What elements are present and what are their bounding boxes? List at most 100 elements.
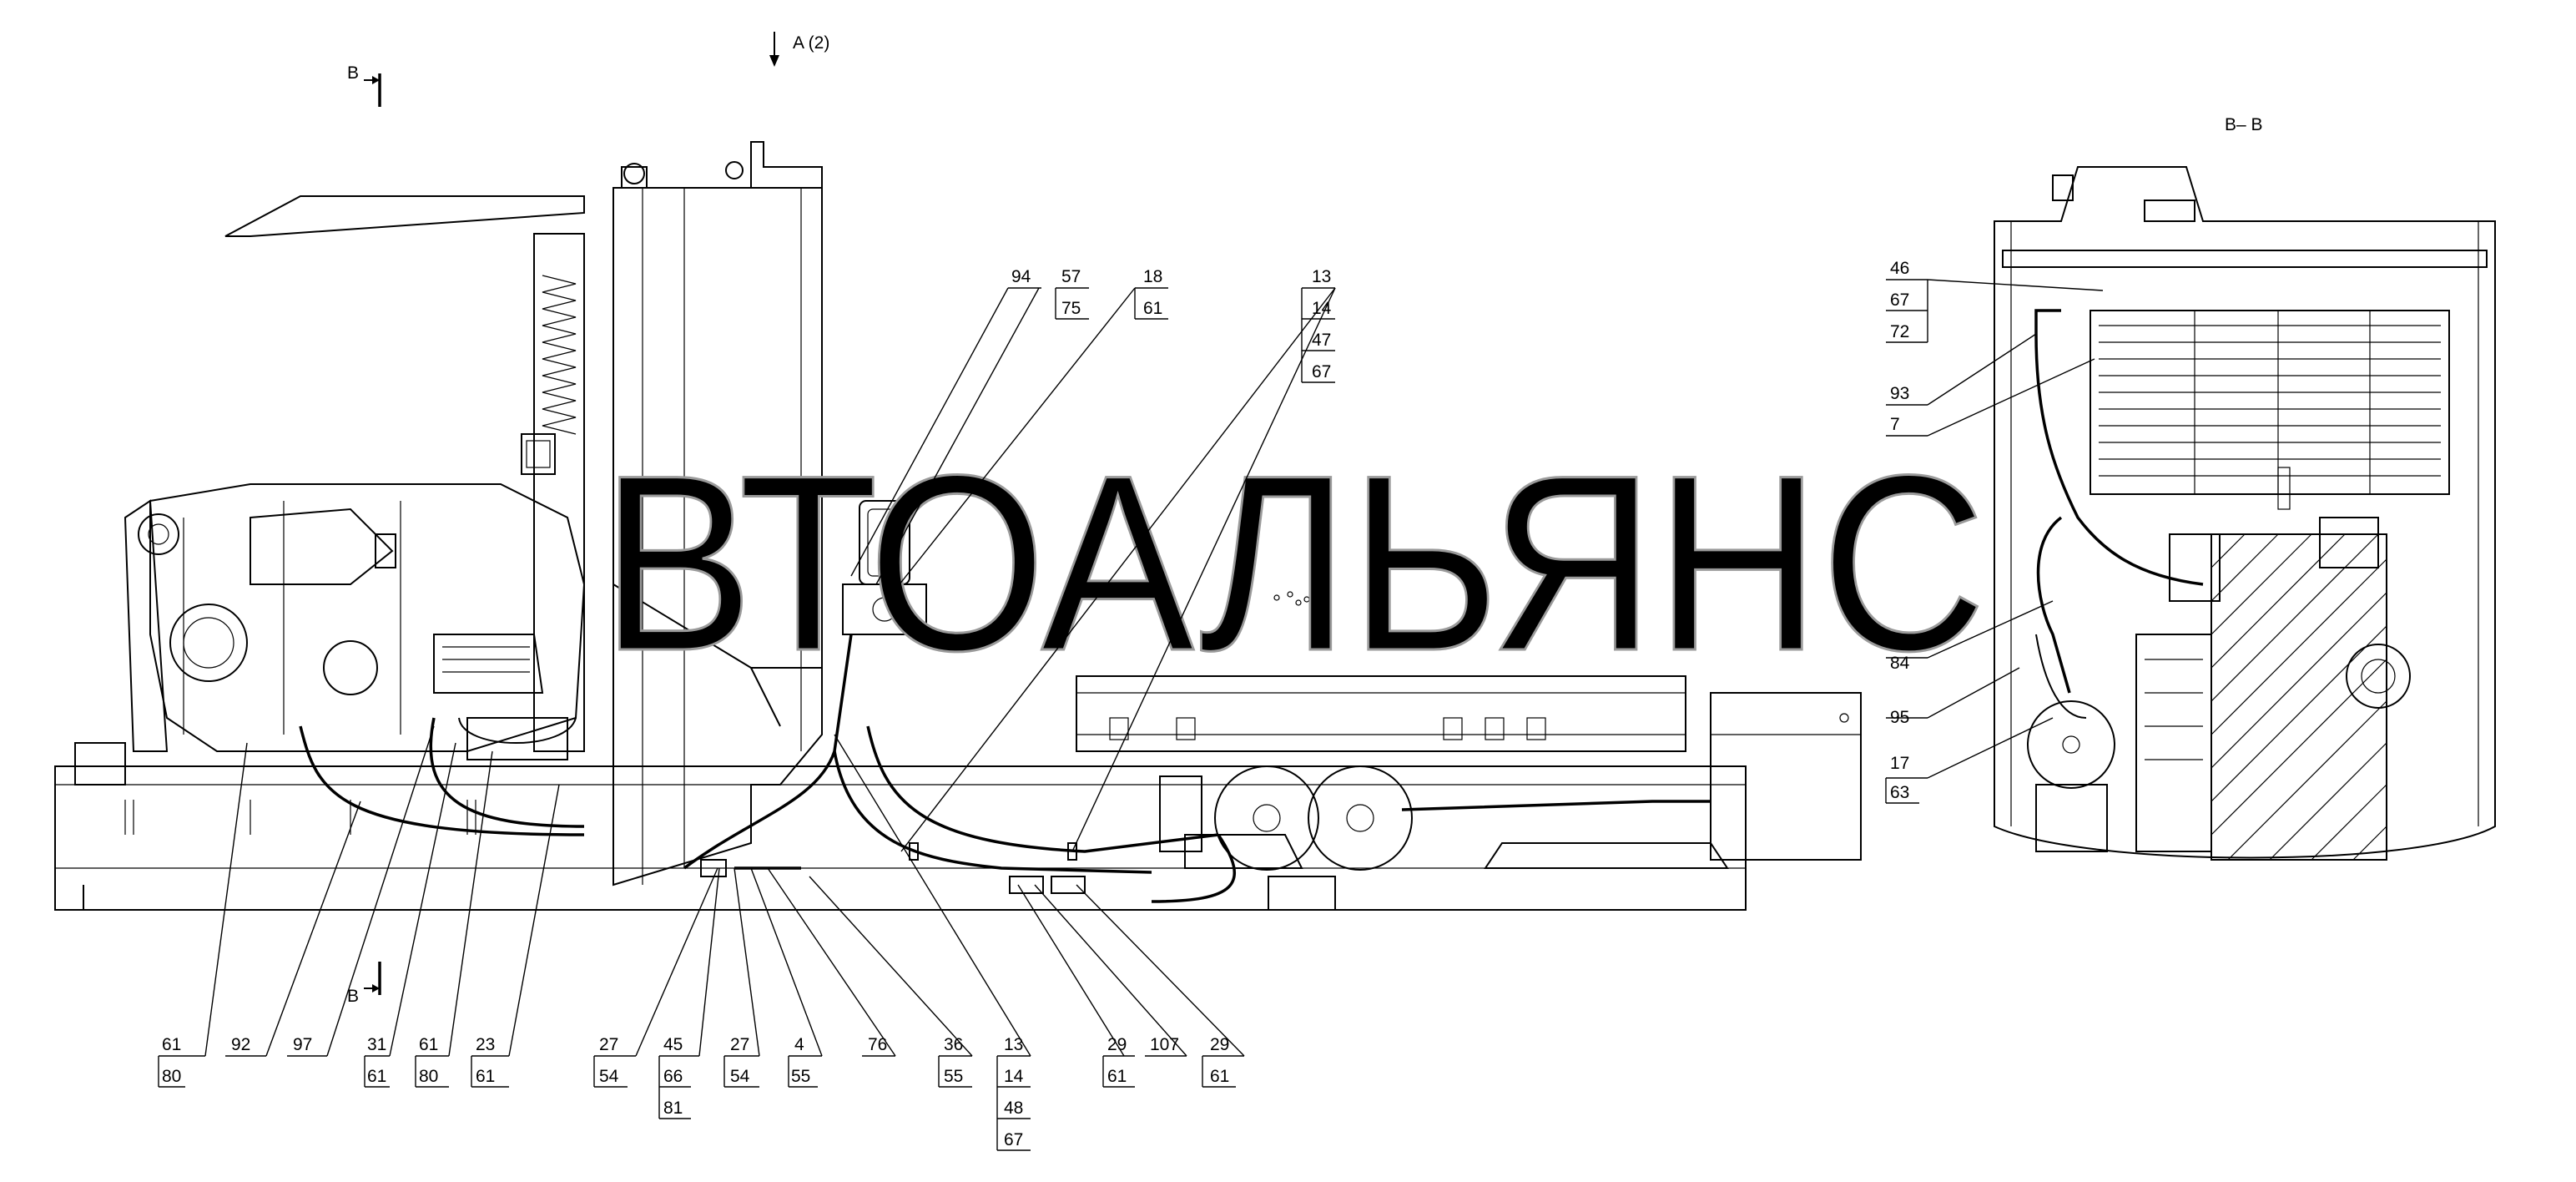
section-hoses bbox=[2034, 309, 2204, 719]
callout-61-80-a: 61 80 bbox=[158, 1035, 205, 1088]
callout-61-80-b: 61 80 bbox=[415, 1035, 449, 1088]
cut-b-top-label: B bbox=[347, 63, 359, 83]
callout-number: 31 bbox=[367, 1035, 386, 1054]
callout-number: 7 bbox=[1890, 415, 1900, 434]
section-filter bbox=[2027, 700, 2115, 852]
callouts-section: 46 67 72 93 7 84 95 17 63 bbox=[1885, 259, 1928, 804]
callout-number: 61 bbox=[1210, 1067, 1229, 1086]
callout-13-14-48-67: 13 14 48 67 bbox=[996, 1035, 1031, 1151]
callout-97: 97 bbox=[287, 1035, 327, 1057]
cooler-core bbox=[2090, 310, 2450, 510]
callout-94: 94 bbox=[1008, 267, 1041, 289]
callout-number: 55 bbox=[791, 1067, 810, 1086]
tall-housing bbox=[612, 141, 823, 886]
callout-number: 13 bbox=[1312, 267, 1331, 286]
callout-29-61-a: 29 61 bbox=[1102, 1035, 1135, 1088]
view-a-arrow bbox=[769, 32, 779, 67]
callout-95: 95 bbox=[1886, 708, 1928, 727]
cut-b-bottom-label: B bbox=[347, 987, 359, 1006]
engine-section bbox=[2169, 517, 2387, 861]
callout-number: 67 bbox=[1312, 362, 1331, 381]
callout-number: 61 bbox=[367, 1067, 386, 1086]
callout-number: 17 bbox=[1890, 754, 1909, 773]
callout-number: 66 bbox=[663, 1067, 683, 1086]
callout-number: 47 bbox=[1312, 331, 1331, 350]
callout-number: 81 bbox=[663, 1099, 683, 1118]
callout-number: 23 bbox=[476, 1035, 495, 1054]
callout-7: 7 bbox=[1886, 415, 1928, 437]
callout-number: 55 bbox=[944, 1067, 963, 1086]
callout-number: 46 bbox=[1890, 259, 1909, 278]
callout-17-63: 17 63 bbox=[1885, 754, 1928, 804]
callout-number: 14 bbox=[1004, 1067, 1024, 1086]
cut-b-bottom-mark bbox=[364, 962, 381, 995]
callout-number: 4 bbox=[794, 1035, 804, 1054]
main-side-view bbox=[54, 141, 1862, 911]
callout-23-61: 23 61 bbox=[471, 1035, 509, 1088]
callout-number: 54 bbox=[730, 1067, 750, 1086]
callout-number: 80 bbox=[162, 1067, 181, 1086]
chassis-frame bbox=[54, 765, 1747, 911]
callout-number: 97 bbox=[293, 1035, 312, 1054]
callout-number: 14 bbox=[1312, 299, 1332, 318]
piping bbox=[299, 591, 1711, 903]
callout-number: 76 bbox=[868, 1035, 887, 1054]
watermark: ВТОАЛЬЯНС bbox=[601, 422, 1986, 703]
section-bb-label: B– B bbox=[2225, 115, 2263, 134]
callout-number: 36 bbox=[944, 1035, 963, 1054]
callout-number: 61 bbox=[419, 1035, 438, 1054]
callout-number: 80 bbox=[419, 1067, 438, 1086]
callout-number: 67 bbox=[1890, 290, 1909, 310]
callout-93: 93 bbox=[1886, 384, 1928, 406]
callout-number: 54 bbox=[599, 1067, 619, 1086]
callout-45-66-81: 45 66 81 bbox=[658, 1035, 699, 1119]
callout-27-54-a: 27 54 bbox=[593, 1035, 636, 1088]
callout-number: 27 bbox=[730, 1035, 749, 1054]
callout-46-67-72: 46 67 72 bbox=[1886, 259, 1928, 343]
callout-4-55: 4 55 bbox=[788, 1035, 822, 1088]
callout-number: 67 bbox=[1004, 1130, 1023, 1149]
callout-number: 57 bbox=[1061, 267, 1081, 286]
callout-number: 61 bbox=[162, 1035, 181, 1054]
callout-84: 84 bbox=[1886, 654, 1928, 673]
battery-box bbox=[1076, 675, 1862, 861]
callout-number: 29 bbox=[1107, 1035, 1127, 1054]
callout-number: 107 bbox=[1150, 1035, 1179, 1054]
callouts-top: 94 57 75 18 61 13 14 47 67 bbox=[1008, 267, 1335, 383]
view-a-label: A (2) bbox=[793, 33, 829, 53]
callout-29-61-b: 29 61 bbox=[1202, 1035, 1244, 1088]
callout-number: 92 bbox=[231, 1035, 250, 1054]
cut-b-top-mark bbox=[364, 73, 381, 107]
callout-76: 76 bbox=[862, 1035, 895, 1057]
callout-number: 84 bbox=[1890, 654, 1910, 673]
callout-57-75: 57 75 bbox=[1055, 267, 1089, 320]
section-bb-view bbox=[1994, 166, 2496, 861]
callout-number: 27 bbox=[599, 1035, 618, 1054]
callout-31-61: 31 61 bbox=[364, 1035, 390, 1088]
callout-number: 13 bbox=[1004, 1035, 1023, 1054]
callout-number: 93 bbox=[1890, 384, 1909, 403]
callout-92: 92 bbox=[225, 1035, 266, 1057]
callout-36-55: 36 55 bbox=[938, 1035, 972, 1088]
callout-number: 63 bbox=[1890, 783, 1909, 802]
callout-number: 61 bbox=[476, 1067, 495, 1086]
callout-number: 45 bbox=[663, 1035, 683, 1054]
callout-number: 29 bbox=[1210, 1035, 1229, 1054]
callout-number: 75 bbox=[1061, 299, 1081, 318]
callout-number: 94 bbox=[1011, 267, 1031, 286]
engine bbox=[74, 483, 586, 785]
callout-number: 61 bbox=[1107, 1067, 1127, 1086]
callouts-bottom: 61 80 92 97 31 61 61 80 2 bbox=[158, 1035, 1244, 1151]
callout-27-54-b: 27 54 bbox=[723, 1035, 759, 1088]
radiator-unit bbox=[224, 195, 585, 752]
callout-13-14-47-67: 13 14 47 67 bbox=[1301, 267, 1335, 383]
callout-number: 48 bbox=[1004, 1099, 1023, 1118]
callout-number: 18 bbox=[1143, 267, 1162, 286]
air-receivers bbox=[1159, 765, 1413, 911]
side-pump bbox=[2135, 634, 2411, 852]
callout-number: 61 bbox=[1143, 299, 1162, 318]
leader-lines bbox=[204, 279, 2104, 1057]
callout-107: 107 bbox=[1145, 1035, 1187, 1057]
callout-number: 72 bbox=[1890, 322, 1909, 341]
